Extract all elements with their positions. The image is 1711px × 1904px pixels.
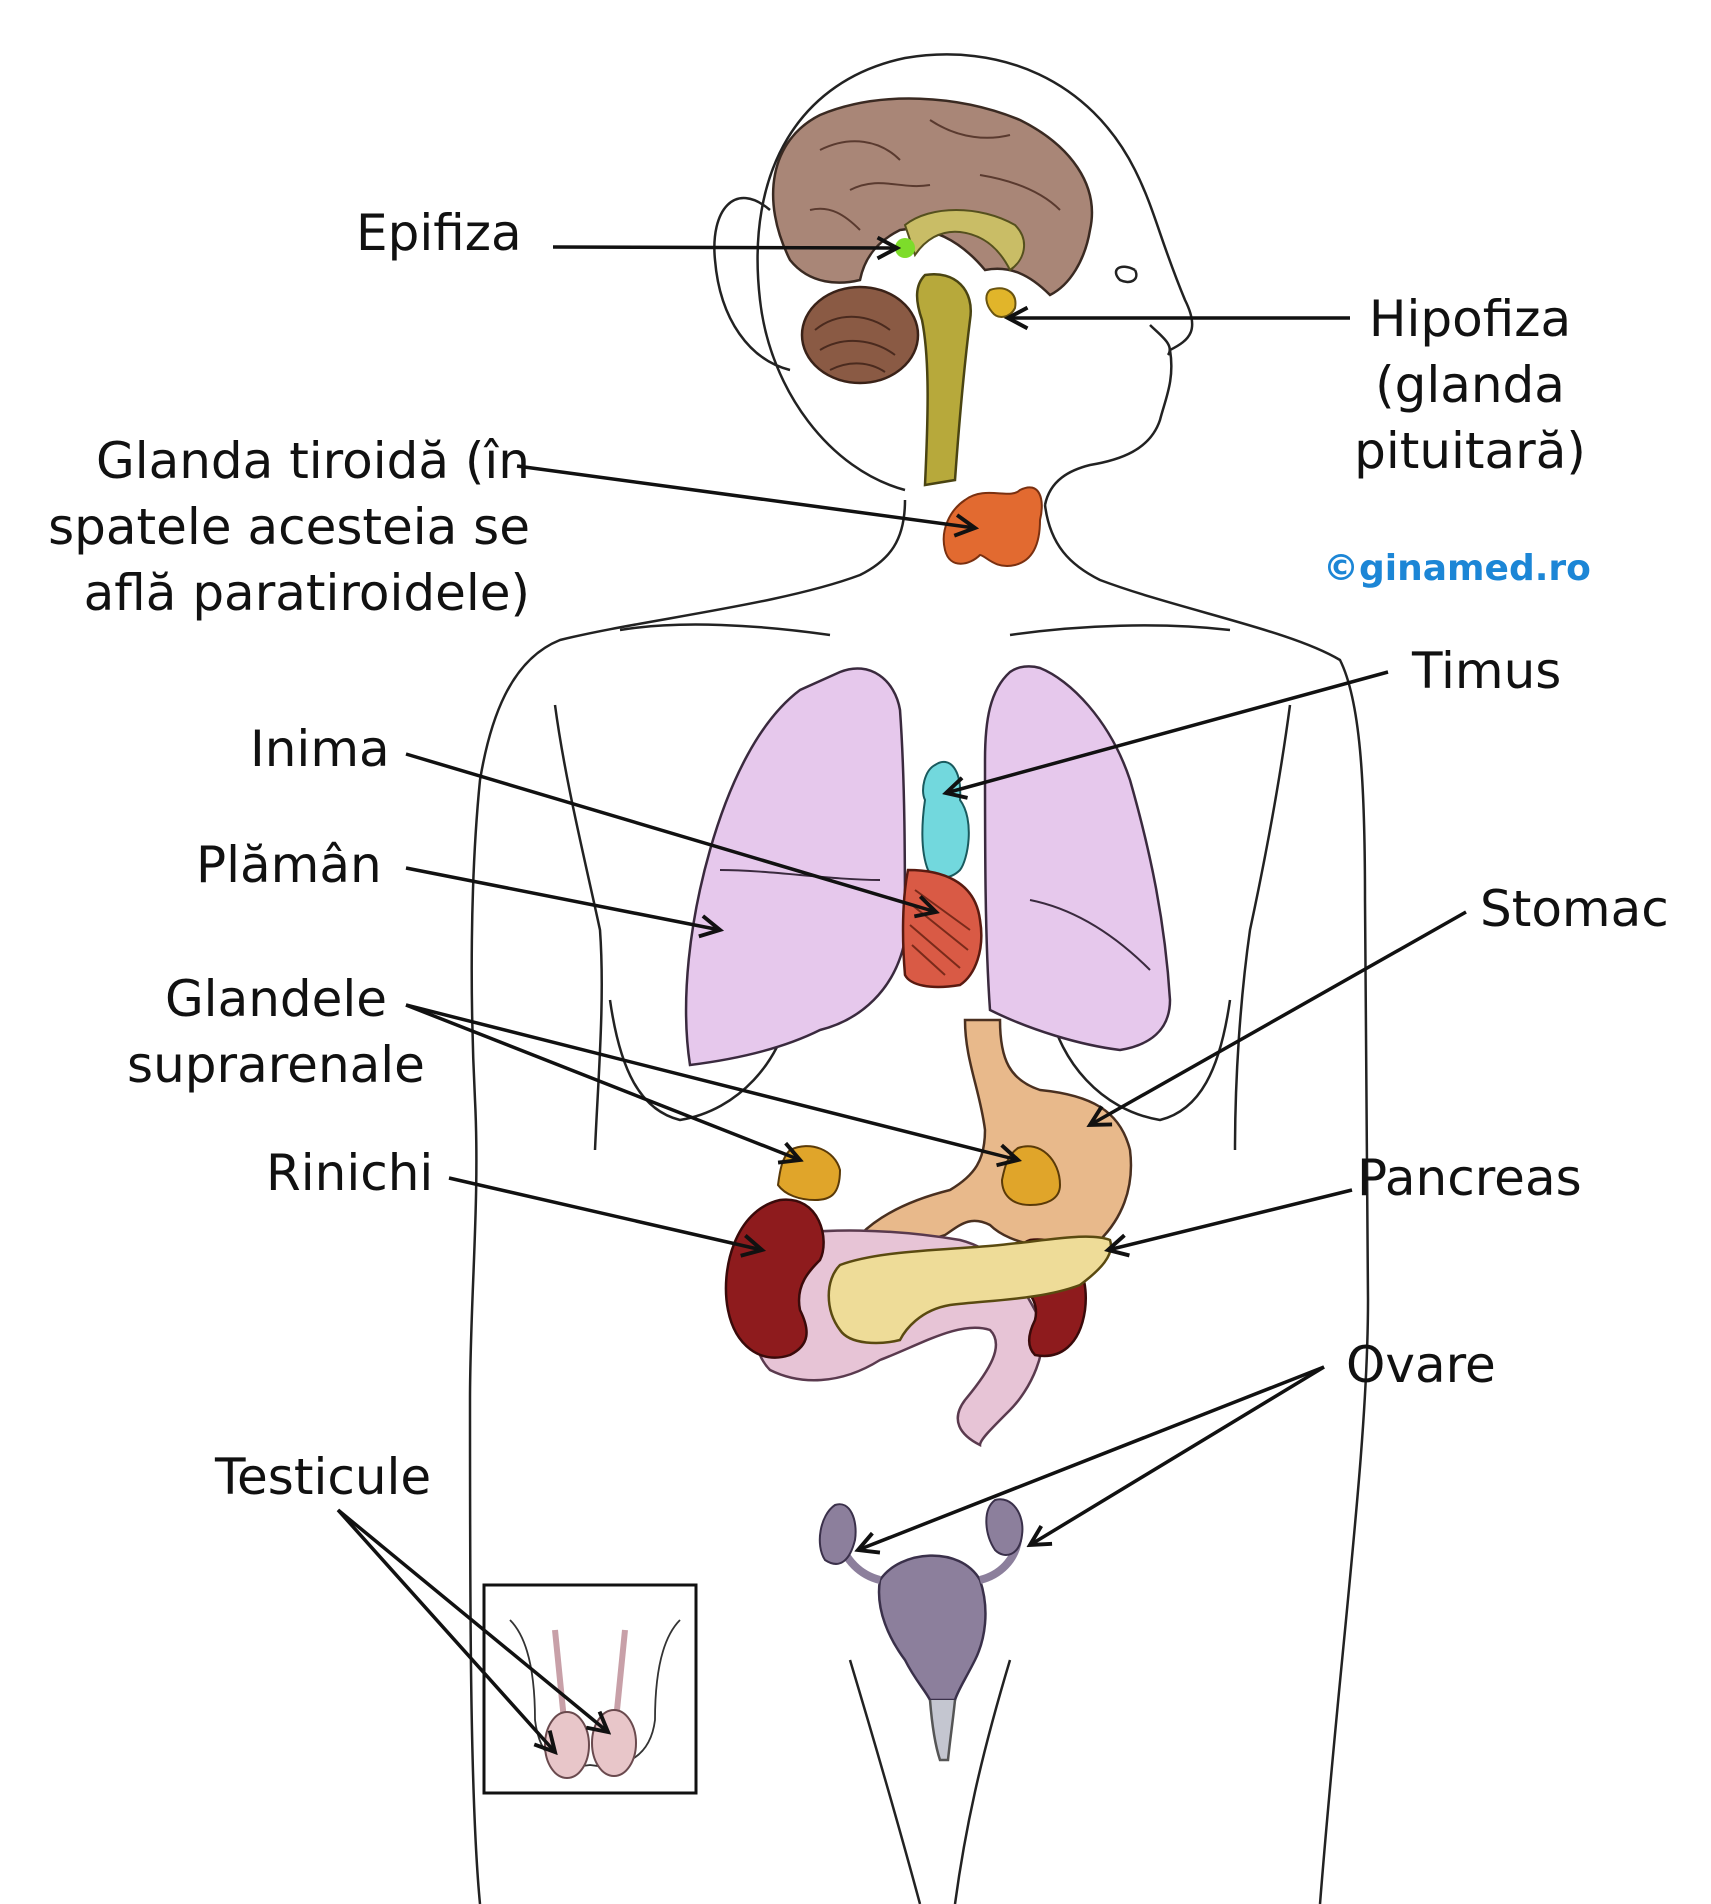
thymus (921, 760, 970, 879)
label-pancreas: Pancreas (1357, 1149, 1582, 1207)
pineal-gland (895, 238, 915, 258)
arrow-inima (405, 752, 936, 912)
arrow-suprarenale-right (405, 1003, 1018, 1160)
arrow-timus (946, 670, 1389, 793)
label-inima: Inima (250, 720, 390, 778)
label-suprarenale: Glandele suprarenale (127, 970, 425, 1094)
arrow-ovare-left (858, 1365, 1325, 1550)
arrow-rinichi (448, 1176, 762, 1250)
right-lung (983, 665, 1172, 1052)
label-plaman: Plămân (196, 836, 382, 894)
right-ovary (985, 1498, 1024, 1556)
stomach (857, 1018, 1133, 1249)
arrow-suprarenale-left (405, 1003, 800, 1160)
leader-lines (336, 247, 1467, 1752)
brain (771, 97, 1094, 297)
label-tiroida: Glanda tiroidă (în spatele acesteia se a… (48, 432, 530, 622)
cerebellum (800, 285, 920, 385)
corpus-callosum (903, 209, 1025, 272)
arrow-stomac (1090, 910, 1467, 1125)
lungs (684, 665, 1172, 1067)
arrow-ovare-right (1030, 1365, 1325, 1545)
thyroid-gland (942, 486, 1043, 568)
arrow-tiroida (516, 464, 975, 528)
arrow-testicule-right (336, 1508, 608, 1732)
label-stomac: Stomac (1480, 880, 1669, 938)
label-testicule: Testicule (215, 1448, 432, 1506)
label-hipofiza: Hipofiza (glanda pituitară) (1354, 290, 1586, 480)
pancreas (827, 1235, 1113, 1345)
arrow-epifiza (552, 247, 897, 248)
watermark: ©ginamed.ro (1323, 548, 1591, 589)
pituitary-gland (985, 287, 1017, 318)
label-epifiza: Epifiza (356, 204, 522, 262)
arrow-plaman (405, 866, 720, 930)
arrow-pancreas (1108, 1188, 1353, 1250)
brainstem (915, 272, 973, 487)
left-lung (684, 667, 907, 1067)
right-testicle (591, 1709, 637, 1777)
label-rinichi: Rinichi (266, 1144, 434, 1202)
testicle-inset-frame (482, 1583, 698, 1795)
body-outline (468, 53, 1370, 1904)
arrow-testicule-left (336, 1508, 555, 1752)
label-ovare: Ovare (1346, 1336, 1496, 1394)
left-testicle (544, 1711, 590, 1779)
left-ovary (818, 1503, 857, 1565)
label-timus: Timus (1412, 642, 1562, 700)
